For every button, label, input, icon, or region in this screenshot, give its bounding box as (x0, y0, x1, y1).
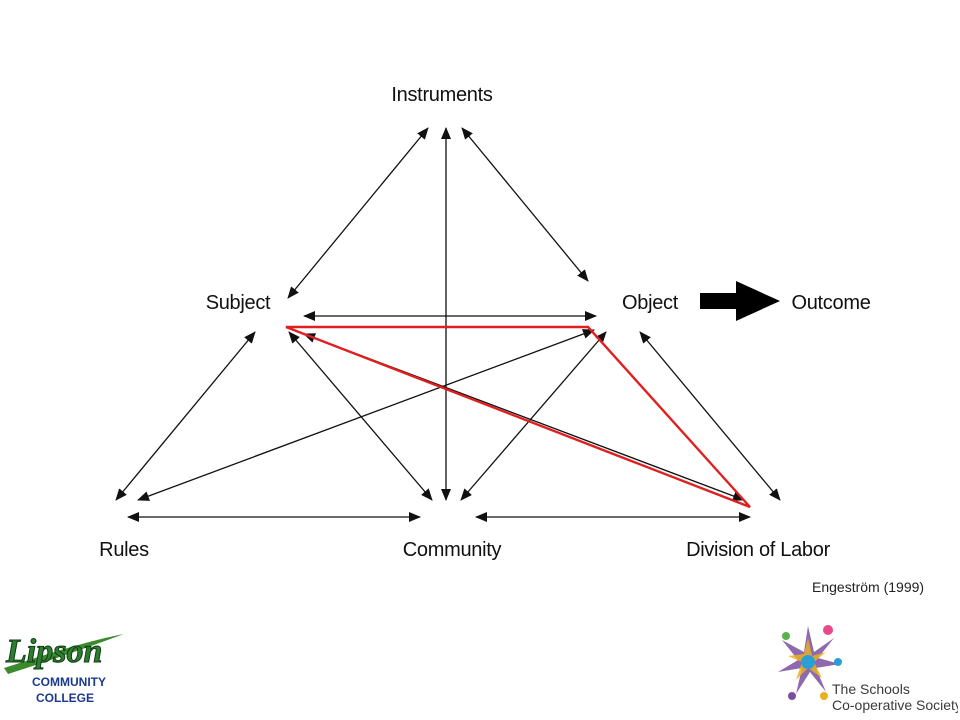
node-instruments: Instruments (391, 84, 492, 106)
coop-star-emblem (778, 625, 842, 700)
highlight-triangle (285, 325, 751, 509)
schools-coop-society-logo: The Schools Co-operative Society (778, 625, 958, 713)
lipson-college-logo: Lipson COMMUNITY COLLEGE (4, 633, 124, 705)
outcome-arrow (700, 281, 780, 321)
node-outcome: Outcome (791, 292, 870, 314)
arrow-subject-community (288, 331, 433, 501)
coop-logo-line2: Co-operative Society (832, 697, 958, 713)
arrow-object-rules (137, 329, 595, 501)
node-rules: Rules (99, 539, 149, 561)
node-subject: Subject (206, 292, 271, 314)
citation: Engeström (1999) (812, 579, 925, 595)
node-object: Object (622, 292, 679, 314)
lipson-logo-line1: COMMUNITY (32, 675, 106, 689)
coop-logo-line1: The Schools (832, 681, 910, 697)
arrow-instruments-object (461, 127, 589, 282)
arrow-object-community (460, 331, 607, 501)
arrow-subject-rules (115, 331, 256, 501)
arrow-object-division (639, 331, 781, 501)
arrow-instruments-subject (287, 127, 429, 299)
node-division-of-labor: Division of Labor (686, 539, 831, 561)
lipson-logo-wordmark: Lipson (5, 633, 102, 670)
node-community: Community (403, 539, 502, 561)
logo-swoosh (4, 634, 124, 674)
lipson-logo-line2: COLLEGE (36, 691, 94, 705)
